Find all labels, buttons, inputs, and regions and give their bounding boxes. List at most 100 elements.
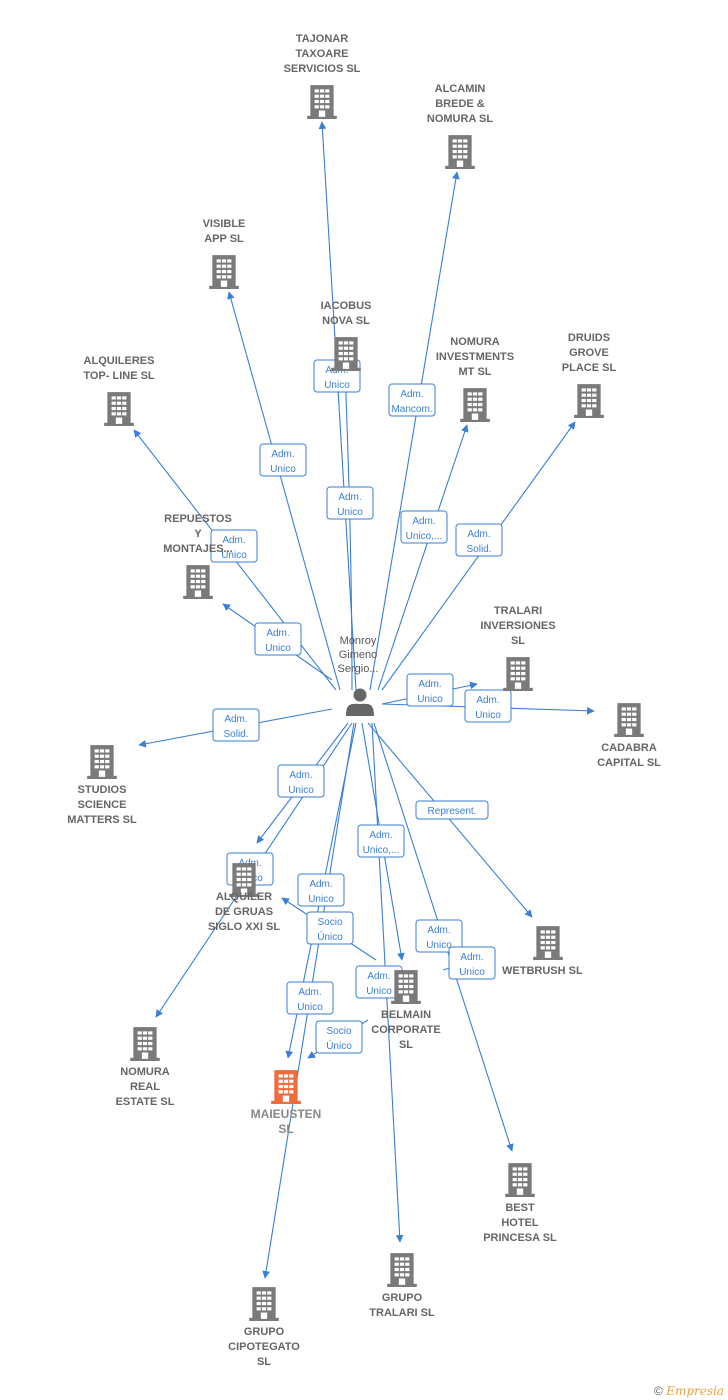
person-node[interactable]: MonroyGimenoSergio... — [338, 635, 379, 716]
building-icon — [271, 1070, 301, 1104]
company-name: ALQUILERES — [84, 355, 155, 367]
edge-label-e-best-1[interactable]: Adm. Unico — [415, 919, 463, 953]
edge-label-e-alquileres[interactable]: Adm.Unico — [210, 529, 258, 563]
edge-label-text: Socio — [326, 1026, 351, 1037]
company-node-best-hotel[interactable]: BEST HOTEL PRINCESA SL — [483, 1163, 557, 1244]
company-node-repuestos[interactable]: REPUESTOSYMONTAJES... — [163, 513, 233, 599]
edge-label-e-repuestos[interactable]: Adm.Unico — [254, 622, 302, 656]
edge-label-text: Solid. — [466, 544, 491, 555]
company-name: TRALARI — [494, 605, 542, 617]
edge-label-text: Adm. — [298, 987, 321, 998]
company-name: SIGLO XXI SL — [208, 921, 280, 933]
edge-line-e-visible — [227, 291, 341, 691]
building-icon — [460, 388, 490, 422]
company-name: TAJONAR — [296, 33, 348, 45]
company-name: GRUPO — [382, 1292, 423, 1304]
edge-label-text: Unico,... — [406, 531, 443, 542]
edge-label-text: Unico — [270, 464, 296, 475]
edge-label-text: Unico — [417, 694, 443, 705]
edge-label-text: Unico — [288, 785, 314, 796]
edge-label-text: Adm. — [460, 952, 483, 963]
edge-label-e-wetbrush[interactable]: Represent. — [415, 800, 489, 820]
edge-label-e-cadabra[interactable]: Adm.Unico — [464, 689, 512, 723]
company-name: REAL — [130, 1081, 160, 1093]
company-node-wetbrush[interactable]: WETBRUSH SL — [502, 926, 583, 977]
person-name: Monroy — [340, 635, 377, 647]
company-node-nomura-real[interactable]: NOMURA REAL ESTATE SL — [116, 1027, 175, 1108]
company-name: BEST — [505, 1202, 535, 1214]
building-icon — [331, 337, 361, 371]
brand-logo[interactable]: Empresia — [666, 1384, 724, 1398]
company-name: BELMAIN — [381, 1009, 431, 1021]
edge-label-e-druids[interactable]: Adm. Solid. — [455, 523, 503, 557]
edge-label-e-maieusten-2[interactable]: Adm.Unico — [286, 981, 334, 1015]
company-name: PLACE SL — [562, 362, 617, 374]
edge-label-e-studios[interactable]: Adm.Solid. — [212, 708, 260, 742]
company-name: CORPORATE — [371, 1024, 440, 1036]
company-name: SCIENCE — [78, 799, 127, 811]
edge-label-e-visible[interactable]: Adm. Unico — [259, 443, 307, 477]
company-name: PRINCESA SL — [483, 1232, 557, 1244]
company-name: NOMURA — [120, 1066, 170, 1078]
company-name: GRUPO — [244, 1326, 285, 1338]
edge-line-e-nomura-inv — [377, 424, 469, 691]
edge-label-e-iacobus[interactable]: Adm.Unico — [326, 486, 374, 520]
edge-label-text: Unico — [459, 967, 485, 978]
edge-label-text: Adm. — [266, 628, 289, 639]
edge-label-text: Adm. — [369, 830, 392, 841]
building-icon — [505, 1163, 535, 1197]
edge-label-text: Mancom. — [391, 404, 432, 415]
building-icon — [614, 703, 644, 737]
edge-label-text: Adm. — [467, 529, 490, 540]
edge-label-text: Adm. — [476, 695, 499, 706]
edge-label-text: Represent. — [428, 806, 477, 817]
edge-label-e-tralari-inv[interactable]: Adm.Unico — [406, 673, 454, 707]
company-name: HOTEL — [501, 1217, 539, 1229]
edge-line-e-tajonar — [318, 121, 357, 691]
edge-label-e-alcamin[interactable]: Adm.Mancom. — [388, 383, 436, 417]
edge-label-text: Unico — [324, 380, 350, 391]
edge-label-e-belmain[interactable]: Adm. Unico,... — [357, 824, 405, 858]
edge-label-text: Único — [317, 930, 343, 943]
company-name: WETBRUSH SL — [502, 965, 583, 977]
edge-label-text: Unico — [426, 940, 452, 951]
edge-label-e-alquiler-gruas[interactable]: Adm.Unico — [277, 764, 325, 798]
edge-label-text: Adm. — [427, 925, 450, 936]
company-name: CIPOTEGATO — [228, 1341, 300, 1353]
company-name: ESTATE SL — [116, 1096, 175, 1108]
building-icon — [503, 657, 533, 691]
company-name: ALCAMIN — [435, 83, 486, 95]
company-name: Y — [194, 528, 202, 540]
edge-label-text: Solid. — [223, 729, 248, 740]
edge-label-e-maieusten-1[interactable]: Adm.Unico — [297, 873, 345, 907]
building-icon — [209, 255, 239, 289]
edge-label-text: Adm. — [309, 879, 332, 890]
edge-label-e-best-2[interactable]: Adm. Unico — [448, 946, 496, 980]
copyright-symbol: © — [654, 1384, 663, 1398]
building-icon — [87, 745, 117, 779]
edge-label-e-nomura-inv[interactable]: Adm. Unico,... — [400, 510, 448, 544]
edge-label-text: Unico,... — [363, 845, 400, 856]
person-name: Gimeno — [339, 649, 378, 661]
edge-label-text: Adm. — [412, 516, 435, 527]
company-name: BREDE & — [435, 98, 485, 110]
edge-label-text: Adm. — [271, 449, 294, 460]
